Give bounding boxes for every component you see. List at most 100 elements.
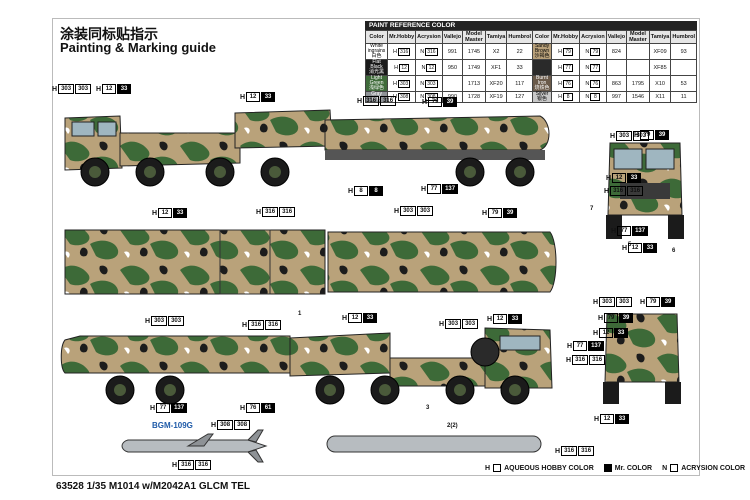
paint-swatch [531,59,553,76]
paint-humbrol: 11 [670,91,697,103]
vehicle-rear-view [603,313,681,404]
tag-mrcolor-code: 137 [632,226,649,236]
code-number: 8 [590,93,601,101]
tag-prefix: H [598,314,604,322]
tag-hobby-code: 316 [610,186,627,196]
tag-mrcolor-code: 316 [589,355,606,365]
tag-prefix: H [604,187,610,195]
code-number: 8 [563,93,574,101]
tag-hobby-code: 77 [427,184,442,194]
col-humbrol-2: Humbrol [670,30,697,44]
paint-humbrol: 93 [670,43,697,60]
code-prefix: N [585,48,590,55]
paint-humbrol: 117 [506,75,533,92]
vehicle-side-view-bottom [60,327,553,405]
tag-hobby-code: 79 [604,313,619,323]
tag-mrcolor-code: 33 [117,84,132,94]
tag-hobby-code: 8 [354,186,369,196]
paint-humbrol [670,59,697,76]
code-number: 303 [397,79,411,88]
missile-bgm109g [121,429,268,463]
callout-7: 7 [590,206,594,212]
tag-hobby-code: 303 [151,316,168,326]
tag-mrcolor-code: 61 [261,403,276,413]
paint-modelmaster: 1728 [462,91,486,103]
tag-mrcolor-code: 33 [643,243,658,253]
paint-name-cn: 灰色 [371,96,382,102]
legend-h-prefix: H [485,464,491,472]
tag-prefix: H [342,314,348,322]
tag-mrcolor-code: 33 [363,313,378,323]
tag-hobby-code: 12 [246,92,261,102]
tag-hobby-code: 12 [102,84,117,94]
tag-hobby-code: 77 [617,226,632,236]
code-prefix: N [585,94,590,100]
launch-tube [326,435,542,453]
tag-hobby-code: 316 [178,460,195,470]
tag-prefix: H [52,85,58,93]
tag-hobby-code: 12 [628,243,643,253]
paint-modelmaster: 1745 [462,43,486,60]
tag-prefix: H [357,97,363,105]
tag-prefix: H [593,329,599,337]
col-mrhobby: Mr.Hobby [387,30,417,44]
tag-mrcolor-code: 303 [417,206,434,216]
paint-modelmaster [626,59,650,76]
tag-hobby-code: 12 [158,208,173,218]
legend-mrcolor-text: Mr. COLOR [614,464,653,472]
tag-hobby-code: 79 [646,297,661,307]
code-prefix: N [420,80,425,87]
code-number: 316 [397,47,411,56]
tag-prefix: H [256,208,262,216]
tag-prefix: H [421,185,427,193]
tag-prefix: H [242,321,248,329]
legend-black-box [603,464,612,472]
tag-hobby-code: 316 [248,320,265,330]
tag-prefix: H [606,174,612,182]
tag-mrcolor-code: 137 [171,403,188,413]
paint-name: Silver [535,91,549,97]
callout-5: 5 [628,242,632,248]
tag-mrcolor-code: 33 [627,173,642,183]
code-number: 308 [397,93,411,101]
tag-mrcolor-code: 39 [443,97,458,107]
tag-hobby-code: 308 [217,420,234,430]
tag-mrcolor-code: 39 [661,297,676,307]
tag-hobby-code: 77 [156,403,171,413]
paint-name: Flat Black [370,59,383,70]
tag-mrcolor-code: 33 [615,414,630,424]
tag-prefix: H [145,317,151,325]
callout-2-2: 2(2) [447,423,458,429]
paint-name-cn: 消光黑 [369,69,385,75]
tag-hobby-code: 303 [616,131,633,141]
col-humbrol: Humbrol [506,30,533,44]
code-prefix: N [585,80,590,87]
tag-mrcolor-code: 39 [655,130,670,140]
tag-mrcolor-code: 316 [380,96,397,106]
paint-table-caption: PAINT REFERENCE COLOR [365,21,697,30]
page-title-cn: 涂装同标贴指示 [60,27,158,43]
paint-name-cn: 烧铁色 [534,85,550,91]
paint-table-row: Gray灰色H308N3089901728XF19127Silver银色H8N8… [364,91,697,103]
paint-vallejo: 863 [605,75,628,92]
callout-1: 1 [298,311,302,317]
tag-prefix: H [96,85,102,93]
paint-tamiya: XF20 [484,75,508,92]
tag-hobby-code: 77 [573,341,588,351]
paint-modelmaster [626,43,650,60]
